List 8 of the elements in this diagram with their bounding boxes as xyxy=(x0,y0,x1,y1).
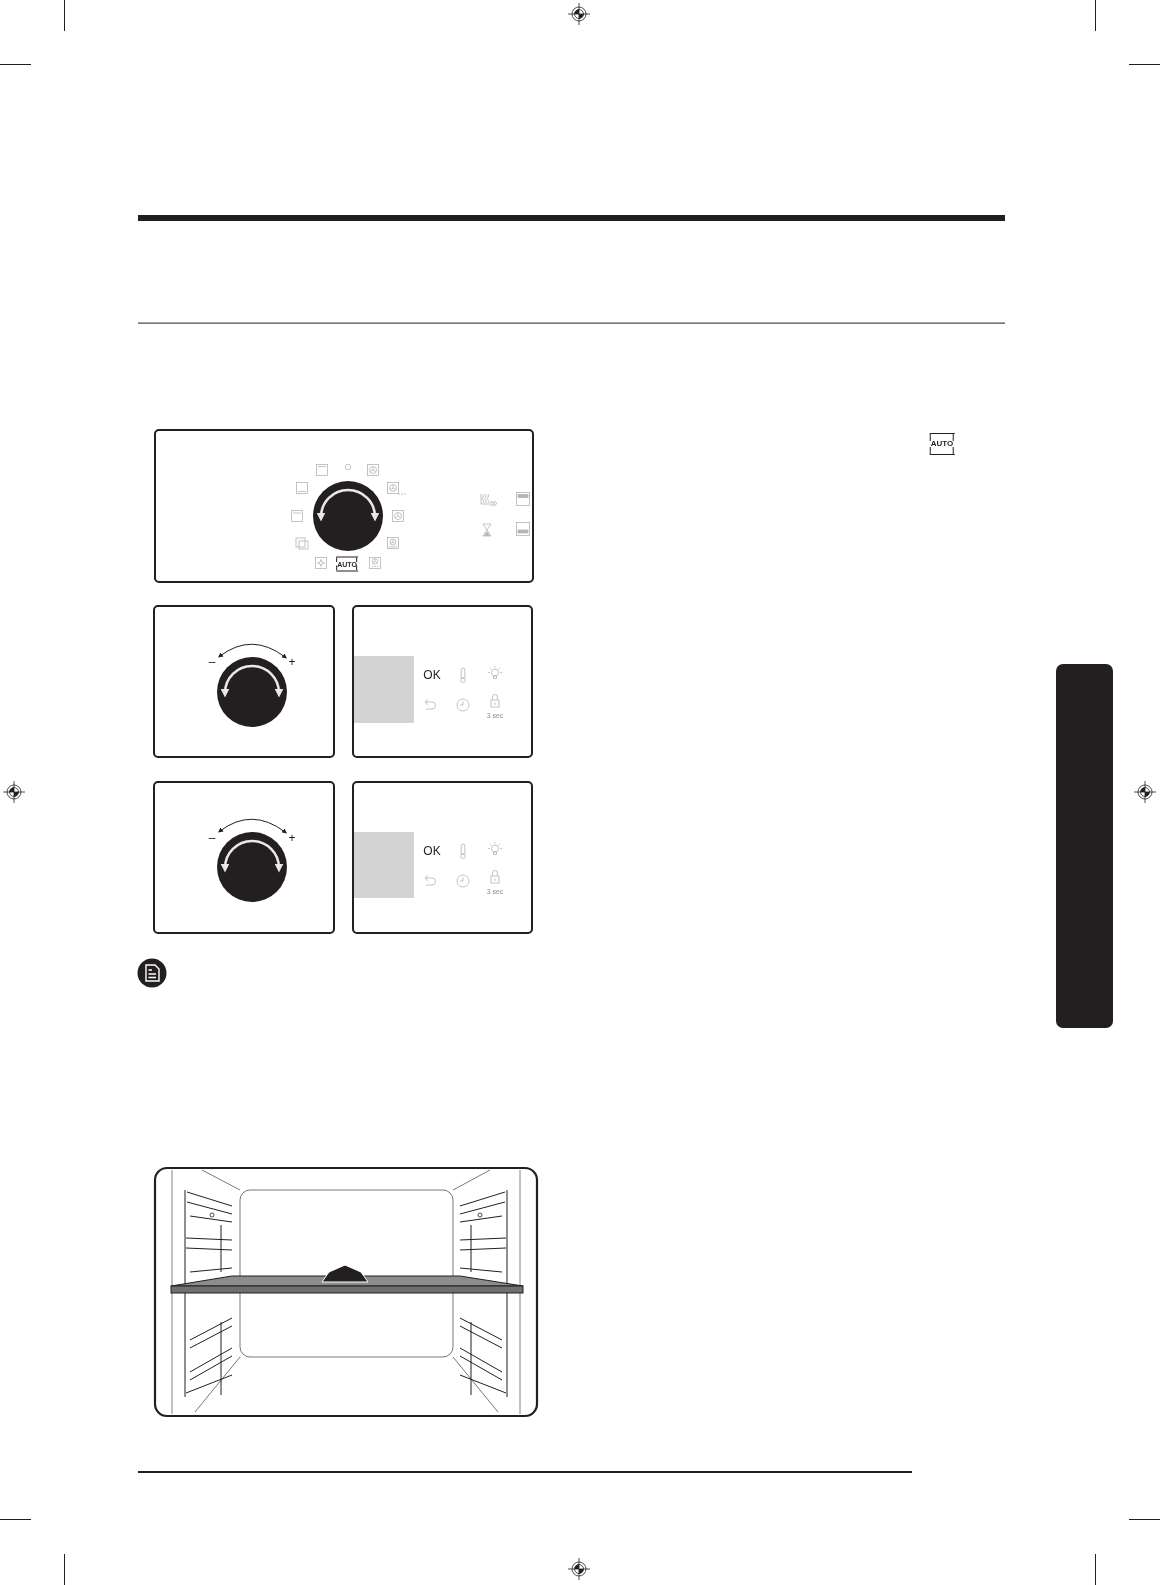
minus-sign: – xyxy=(208,656,216,668)
plus-sign: + xyxy=(288,656,296,668)
ok-label: OK xyxy=(423,845,441,857)
section-tab xyxy=(1056,664,1113,1028)
ok-label: OK xyxy=(423,669,441,681)
minus-sign: – xyxy=(208,832,216,844)
plus-sign: + xyxy=(288,832,296,844)
auto-mode-label: AUTO xyxy=(929,433,955,455)
